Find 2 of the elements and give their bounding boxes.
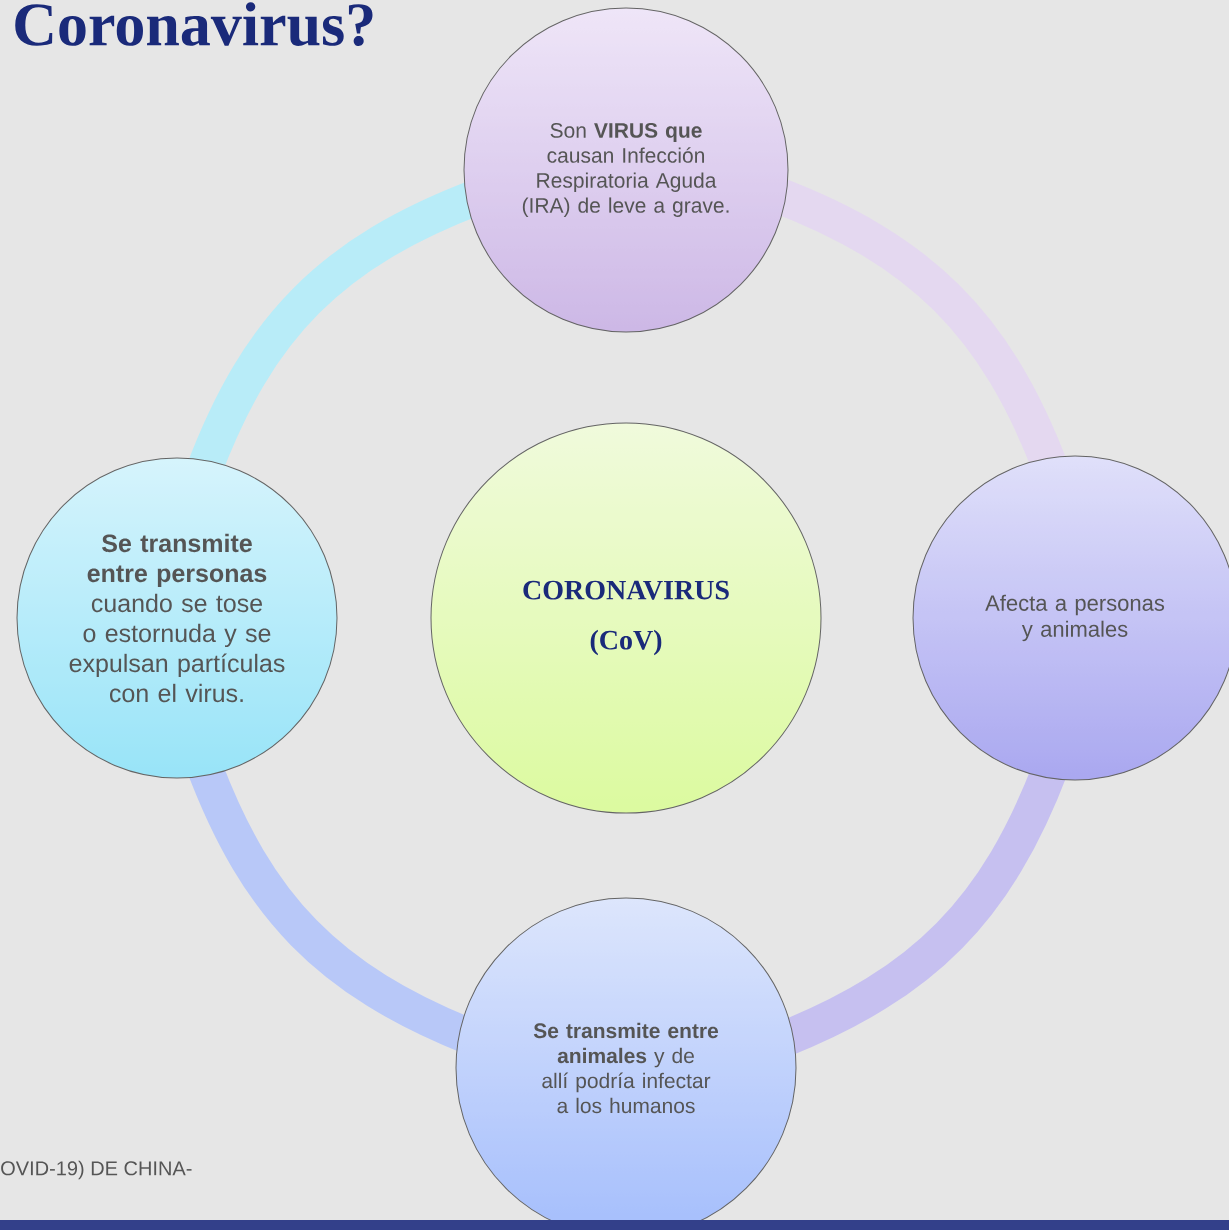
title: Coronavirus? bbox=[15, 2, 373, 47]
footer-note: OVID-19) DE CHINA- bbox=[1, 1160, 192, 1180]
